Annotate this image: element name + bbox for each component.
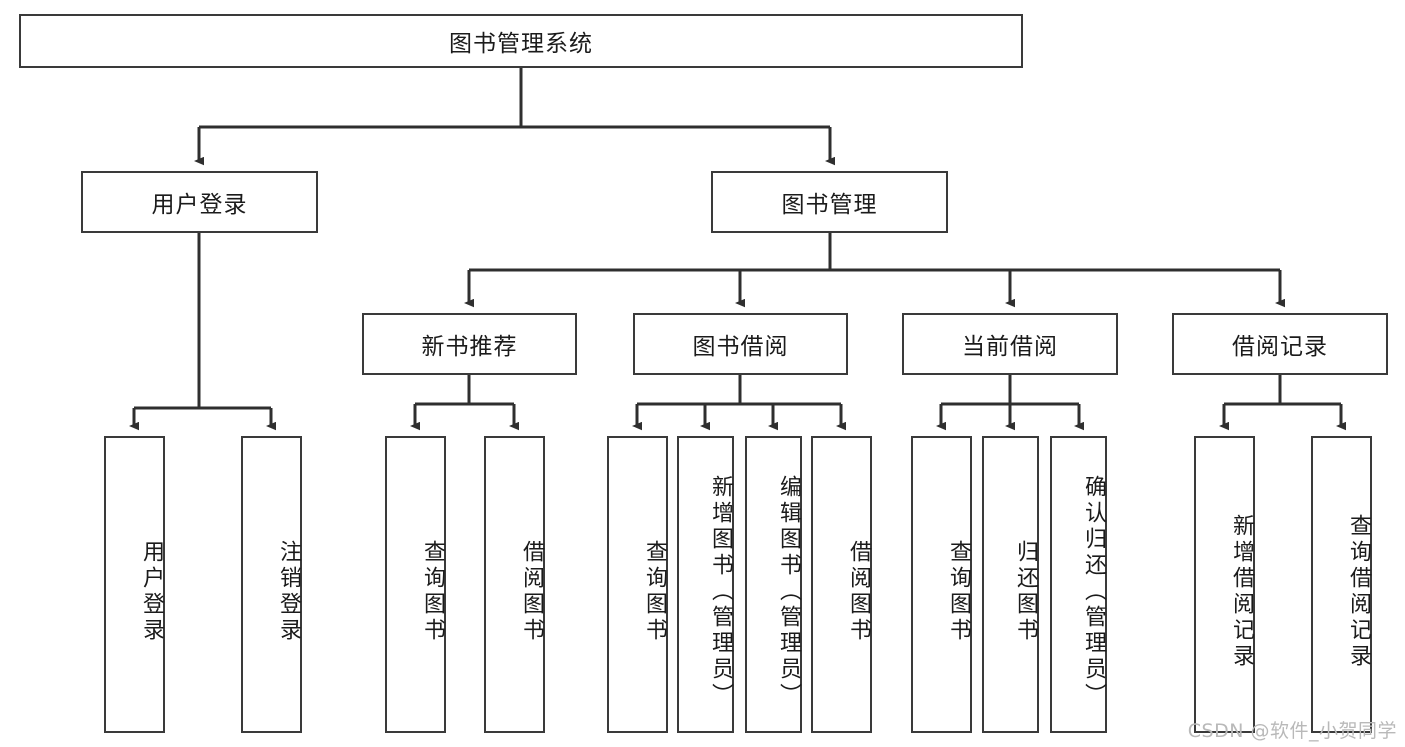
node-leaf-logout-login[interactable]: 注销登录 bbox=[241, 436, 302, 733]
node-current-borrow[interactable]: 当前借阅 bbox=[902, 313, 1118, 375]
node-leaf-return-book[interactable]: 归还图书 bbox=[982, 436, 1039, 733]
node-root-book-management-system[interactable]: 图书管理系统 bbox=[19, 14, 1023, 68]
node-leaf-edit-book[interactable]: 编辑图书（管理员） bbox=[745, 436, 802, 733]
node-leaf-user-login[interactable]: 用户登录 bbox=[104, 436, 165, 733]
leaf-label: 新增借阅记录 bbox=[1229, 513, 1254, 670]
watermark: CSDN @软件_小贺同学 bbox=[1187, 720, 1397, 742]
node-user-login[interactable]: 用户登录 bbox=[81, 171, 318, 233]
node-leaf-query-record[interactable]: 查询借阅记录 bbox=[1311, 436, 1372, 733]
node-book-management[interactable]: 图书管理 bbox=[711, 171, 948, 233]
node-leaf-add-record[interactable]: 新增借阅记录 bbox=[1194, 436, 1255, 733]
node-leaf-borrow-book-2[interactable]: 借阅图书 bbox=[811, 436, 872, 733]
leaf-label: 借阅图书 bbox=[519, 539, 544, 644]
leaf-label: 新增图书（管理员） bbox=[708, 474, 733, 709]
node-leaf-query-book-3[interactable]: 查询图书 bbox=[911, 436, 972, 733]
node-borrow-record[interactable]: 借阅记录 bbox=[1172, 313, 1388, 375]
leaf-label: 查询图书 bbox=[420, 539, 445, 644]
leaf-label: 编辑图书（管理员） bbox=[776, 474, 801, 709]
leaf-label: 借阅图书 bbox=[846, 539, 871, 644]
node-leaf-query-book-1[interactable]: 查询图书 bbox=[385, 436, 446, 733]
leaf-label: 用户登录 bbox=[139, 539, 164, 644]
leaf-label: 注销登录 bbox=[276, 539, 301, 644]
node-leaf-borrow-book-1[interactable]: 借阅图书 bbox=[484, 436, 545, 733]
node-leaf-add-book[interactable]: 新增图书（管理员） bbox=[677, 436, 734, 733]
node-leaf-query-book-2[interactable]: 查询图书 bbox=[607, 436, 668, 733]
node-new-book-recommend[interactable]: 新书推荐 bbox=[362, 313, 577, 375]
node-leaf-confirm-return[interactable]: 确认归还（管理员） bbox=[1050, 436, 1107, 733]
leaf-label: 查询图书 bbox=[946, 539, 971, 644]
leaf-label: 查询借阅记录 bbox=[1346, 513, 1371, 670]
leaf-label: 归还图书 bbox=[1013, 539, 1038, 644]
leaf-label: 查询图书 bbox=[642, 539, 667, 644]
node-book-borrow[interactable]: 图书借阅 bbox=[633, 313, 848, 375]
leaf-label: 确认归还（管理员） bbox=[1081, 474, 1106, 709]
